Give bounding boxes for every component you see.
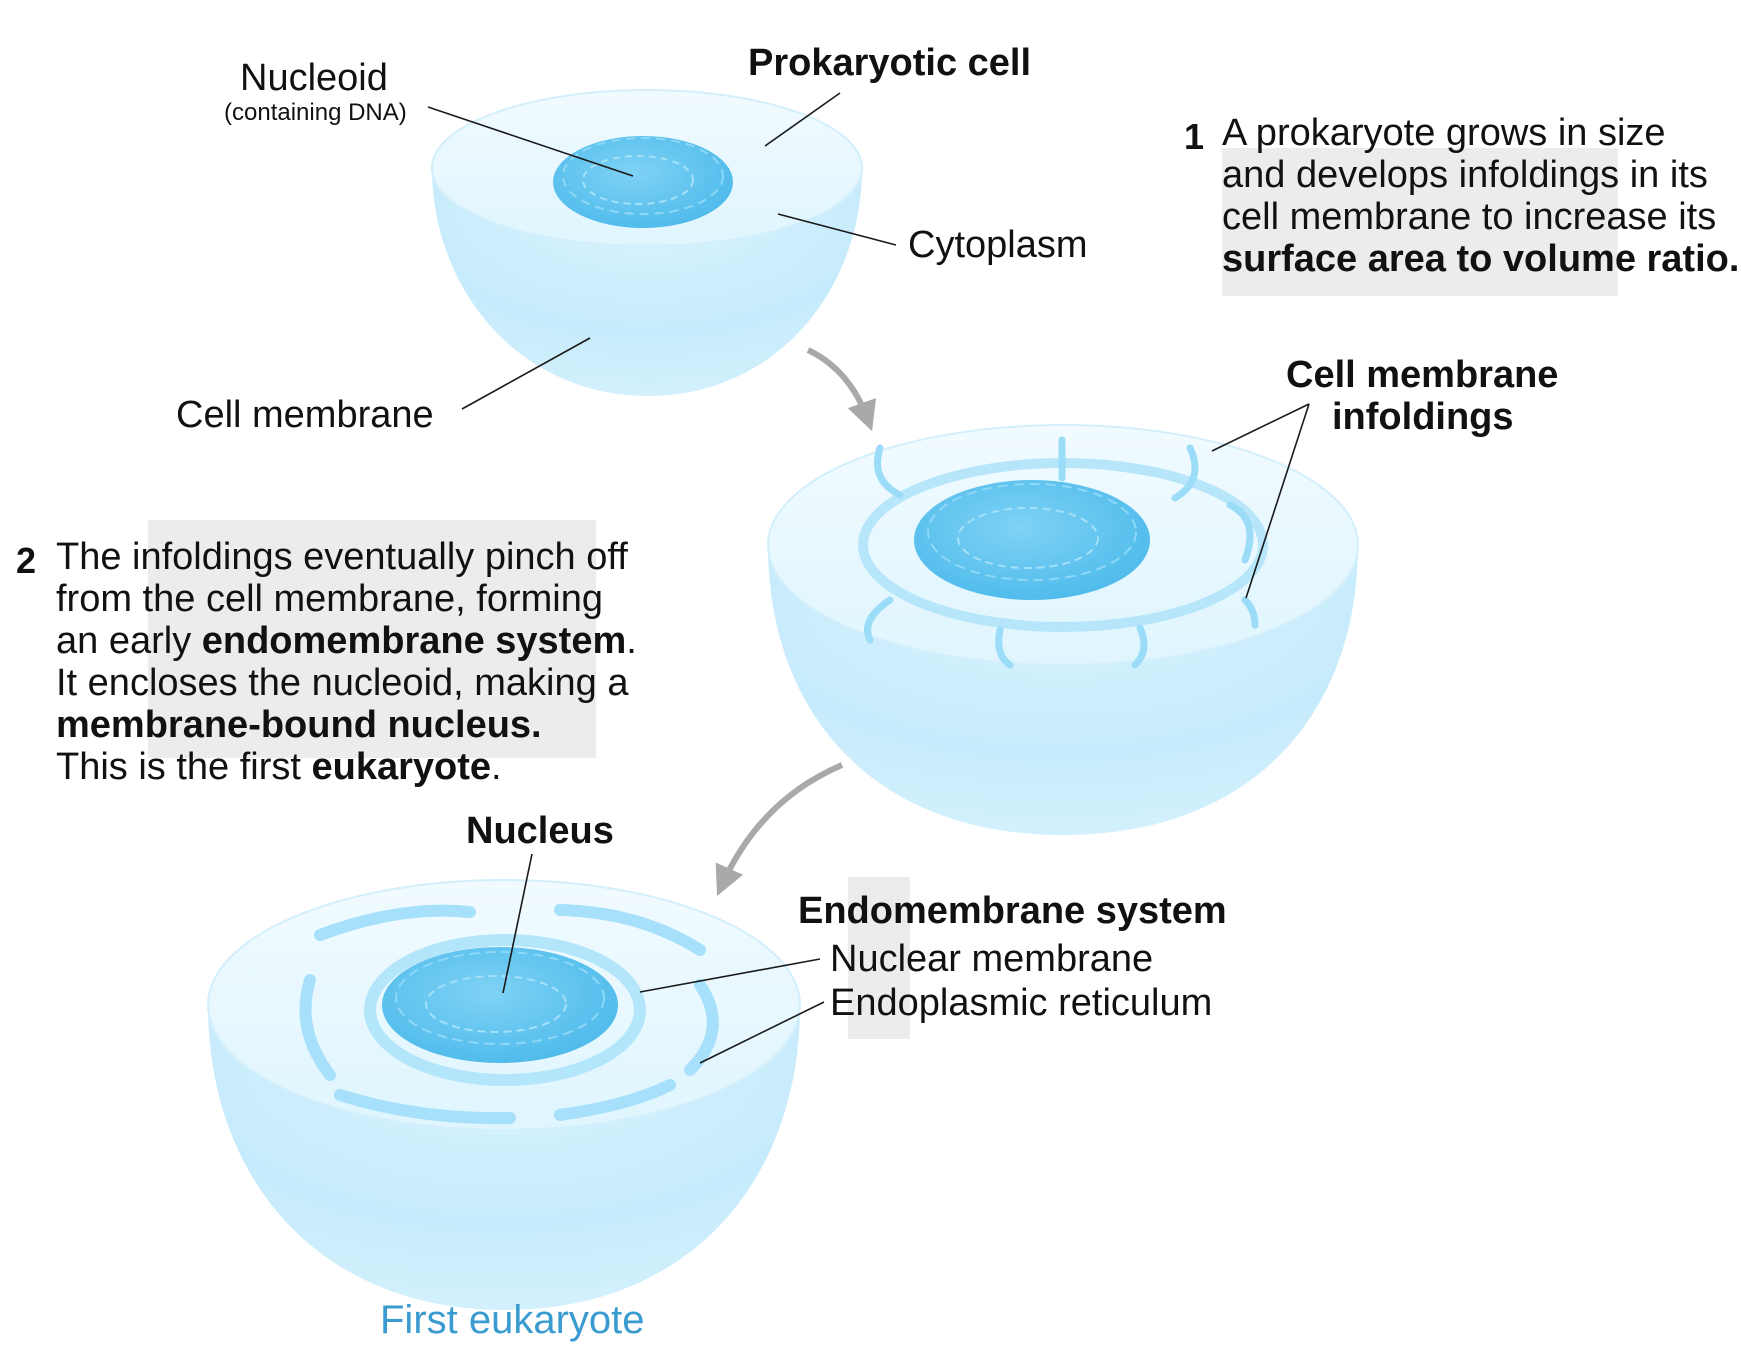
step-1-number: 1 <box>1184 116 1205 157</box>
nucleus-label: Nucleus <box>466 810 614 852</box>
infoldings-label-line1: Cell membrane <box>1286 354 1559 396</box>
step-2-number: 2 <box>16 540 37 581</box>
highlight-step2 <box>148 520 596 758</box>
membrane-infoldings <box>864 436 1259 669</box>
prokaryotic-cell <box>431 89 863 396</box>
step-2-line-2: from the cell membrane, forming <box>56 578 603 620</box>
eukaryote-cell <box>207 879 801 1310</box>
cytoplasm-label: Cytoplasm <box>908 224 1088 266</box>
step-2-line-3-pre: an early <box>56 620 202 662</box>
nucleoid-label: Nucleoid <box>240 57 388 99</box>
step-2-line-6: This is the first eukaryote. <box>56 746 637 788</box>
step-1-text: A prokaryote grows in size and develops … <box>1222 112 1739 280</box>
step-2-line-6-pre: This is the first <box>56 746 312 788</box>
step-1-line-3: cell membrane to increase its <box>1222 196 1717 238</box>
nuclear-membrane-shape <box>364 934 646 1086</box>
endoplasmic-reticulum-shapes <box>299 904 719 1125</box>
step-2-text: The infoldings eventually pinch off from… <box>56 536 637 788</box>
leader-lines <box>427 92 1310 1064</box>
arrow-stage-1-to-2 <box>806 347 877 432</box>
step-2-line-5: membrane-bound nucleus. <box>56 704 542 746</box>
step-1-line-4: surface area to volume ratio. <box>1222 238 1740 280</box>
step-1-line-1: A prokaryote grows in size <box>1222 112 1666 154</box>
step-1-line-2: and develops infoldings in its <box>1222 154 1708 196</box>
arrow-stage-2-to-3 <box>715 762 844 896</box>
infoldings-label-line2: infoldings <box>1332 396 1514 438</box>
nuclear-membrane-label: Nuclear membrane <box>830 938 1154 980</box>
nucleus-shape <box>382 947 618 1063</box>
nucleoid-shape <box>553 136 733 228</box>
infolding-cell <box>767 424 1359 835</box>
endoplasmic-reticulum-label: Endoplasmic reticulum <box>830 982 1213 1024</box>
step-2-line-6-post: . <box>491 746 502 788</box>
step-2-line-3: an early endomembrane system. <box>56 620 637 662</box>
step-2-line-6-bold: eukaryote <box>311 746 492 788</box>
step-2-line-1: The infoldings eventually pinch off <box>56 536 628 578</box>
cell-membrane-label: Cell membrane <box>176 394 434 436</box>
endomembrane-system-label: Endomembrane system <box>798 890 1227 932</box>
prokaryotic-cell-label: Prokaryotic cell <box>748 42 1032 84</box>
highlight-step1 <box>1222 148 1618 296</box>
step-2-line-3-post: . <box>626 620 637 662</box>
step-2-line-3-bold: endomembrane system <box>201 620 627 662</box>
first-eukaryote-caption: First eukaryote <box>380 1298 645 1342</box>
step-2-line-4: It encloses the nucleoid, making a <box>56 662 629 704</box>
cell-2-dna <box>914 480 1150 600</box>
highlight-endomembrane <box>848 877 910 1039</box>
nucleoid-note-label: (containing DNA) <box>224 99 407 126</box>
